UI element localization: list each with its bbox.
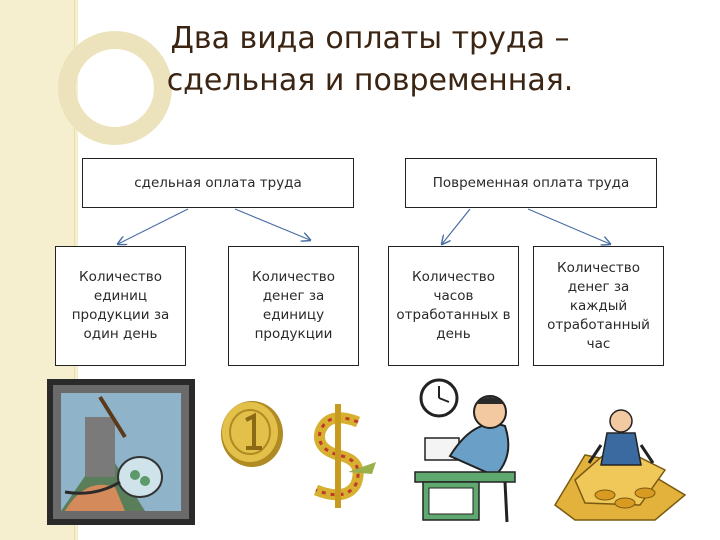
detail-box-money-per-unit: Количество денег за единицу продукции bbox=[228, 246, 359, 366]
office-worker-clock-picture bbox=[414, 378, 516, 523]
detail-label: Количество денег за единицу продукции bbox=[251, 269, 336, 342]
category-box-piecework: сдельная оплата труда bbox=[82, 158, 354, 208]
decorative-ring bbox=[58, 31, 172, 145]
dollar-sign-icon bbox=[313, 404, 376, 508]
title-line-2: сдельная и повременная. bbox=[166, 63, 574, 98]
category-box-time: Повременная оплата труда bbox=[405, 158, 657, 208]
title-line-1: Два вида оплаты труда – bbox=[170, 21, 570, 56]
category-label-time: Повременная оплата труда bbox=[432, 174, 630, 191]
detail-box-units-per-day: Количество единиц продукции за один день bbox=[55, 246, 186, 366]
category-label-piecework: сдельная оплата труда bbox=[134, 174, 302, 191]
arrow-piecework-left bbox=[118, 208, 189, 244]
money-pile-picture bbox=[554, 409, 687, 521]
framed-worker-picture bbox=[47, 379, 195, 525]
detail-label: Количество часов отработанных в день bbox=[396, 269, 511, 342]
detail-label: Количество денег за каждый отработанный … bbox=[547, 259, 650, 352]
arrow-time-left bbox=[442, 208, 471, 244]
arrow-piecework-right bbox=[234, 208, 310, 240]
detail-box-hours-per-day: Количество часов отработанных в день bbox=[388, 246, 519, 366]
gold-coin-icon bbox=[221, 401, 283, 467]
slide-title: Два вида оплаты труда – сдельная и повре… bbox=[80, 18, 660, 102]
detail-box-money-per-hour: Количество денег за каждый отработанный … bbox=[533, 246, 664, 366]
detail-label: Количество единиц продукции за один день bbox=[71, 269, 170, 342]
arrow-time-right bbox=[527, 208, 610, 244]
